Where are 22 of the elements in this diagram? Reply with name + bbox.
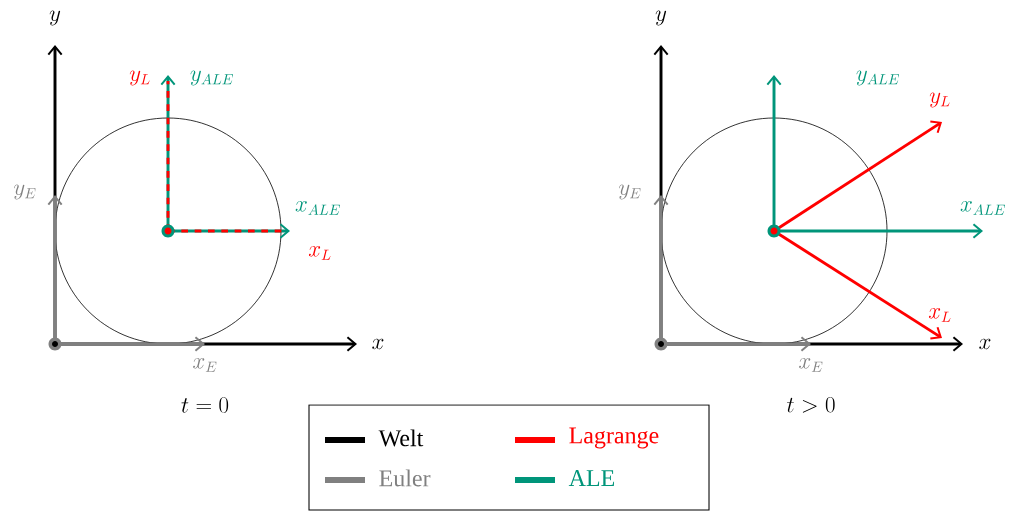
axis-label: $y_E$ [14,184,36,200]
axis-label: $y$ [49,10,61,26]
axis-label: $x_E$ [799,358,823,372]
axis-label: $y_L$ [129,70,150,86]
axis-label: $x_E$ [193,358,217,372]
axis-label: $y_E$ [619,184,641,200]
axis-label: $x_L$ [928,308,951,322]
axis-label: $x_{ALE}$ [295,201,340,215]
axis-label: $t > 0$ [787,396,835,413]
axis-label: $y_{ALE}$ [190,70,233,86]
legend-text: Lagrange [569,427,659,449]
axis-label: $y_{ALE}$ [856,70,899,86]
legend-text: ALE [568,470,615,486]
legend-text: Euler [379,469,431,487]
axis-label: $x$ [372,338,384,350]
axis-label: $y$ [655,10,667,26]
axis-label: $x$ [979,338,991,350]
axis-label: $t = 0$ [181,397,229,413]
axis-label: $y_L$ [929,92,950,108]
legend-text: Welt [378,429,424,447]
axis-label: $x_L$ [308,246,331,260]
axis-label: $x_{ALE}$ [960,201,1005,215]
